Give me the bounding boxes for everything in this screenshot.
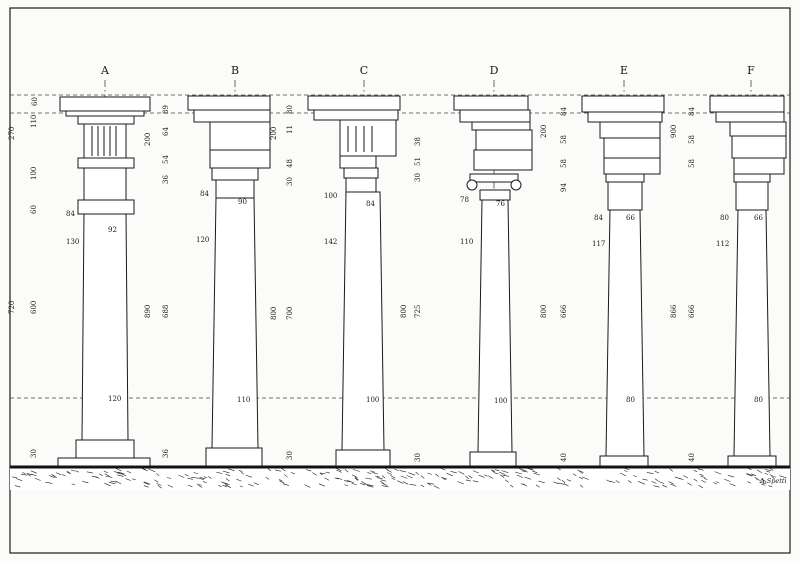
dim-c-t5: 30	[286, 177, 294, 186]
dim-e-t5: 94	[560, 183, 568, 192]
dim-f-t6: 666	[688, 304, 696, 318]
dim-a-t6: 600	[30, 301, 38, 314]
dim-b-t3: 200	[144, 133, 152, 146]
dim-a-t5: 60	[30, 205, 38, 214]
dims-f: 84 58 900 58 866 666 40 80 66 112 80	[670, 107, 763, 462]
dim-f-t2: 58	[688, 135, 696, 144]
dim-a-t2: 110	[30, 115, 38, 128]
dims-a: 60 110 270 100 60 600 720 30 84 92 130 1…	[8, 97, 121, 458]
dim-a-t7: 720	[8, 301, 16, 314]
label-e: E	[620, 64, 628, 77]
dim-c-t4: 48	[286, 159, 294, 168]
dim-e-t8: 40	[560, 453, 568, 462]
dim-c-d3: 142	[324, 238, 337, 246]
dim-b-t4: 54	[162, 155, 170, 164]
dim-b-d4: 110	[237, 396, 250, 404]
label-a: A	[100, 64, 110, 77]
dim-f-d1: 80	[720, 214, 729, 222]
column-e	[581, 80, 665, 467]
dim-d-t1: 38	[414, 137, 422, 146]
dim-d-t3: 30	[414, 173, 422, 182]
dims-b: 89 64 200 54 36 890 688 36 84 90 120 110	[144, 105, 250, 458]
label-d: D	[490, 64, 499, 77]
column-b	[187, 80, 271, 467]
dim-b-d2: 90	[238, 198, 247, 206]
dim-e-d1: 84	[594, 214, 603, 222]
dim-a-d4: 120	[108, 395, 121, 403]
dim-a-t4: 100	[30, 167, 38, 180]
dim-b-d3: 120	[196, 236, 209, 244]
dim-f-d4: 80	[754, 396, 763, 404]
dim-d-t5: 725	[414, 305, 422, 318]
dim-e-d4: 80	[626, 396, 635, 404]
column-f	[709, 80, 787, 467]
dim-c-d1: 100	[324, 192, 337, 200]
dim-b-t7: 688	[162, 305, 170, 318]
dim-b-t5: 36	[162, 175, 170, 184]
dim-f-d2: 66	[754, 214, 763, 222]
dim-d-d3: 110	[460, 238, 473, 246]
dim-a-d2: 92	[108, 226, 117, 234]
ground	[10, 465, 790, 490]
dim-f-d3: 112	[716, 240, 729, 248]
dim-e-t7: 666	[560, 304, 568, 318]
dim-c-t7: 700	[286, 307, 294, 320]
dim-c-t6: 800	[270, 307, 278, 320]
dim-f-t1: 84	[688, 107, 696, 116]
label-b: B	[231, 64, 239, 77]
dim-e-d2: 66	[626, 214, 635, 222]
dim-a-d1: 84	[66, 210, 75, 218]
dim-f-t4: 58	[688, 159, 696, 168]
dim-d-d4: 100	[494, 397, 507, 405]
dim-d-t6: 30	[414, 453, 422, 462]
dim-b-t8: 36	[162, 449, 170, 458]
dim-f-t3: 900	[670, 125, 678, 138]
dim-f-t7: 40	[688, 453, 696, 462]
dim-b-t6: 890	[144, 305, 152, 318]
dim-a-t3: 270	[8, 127, 16, 140]
dim-d-t2: 51	[414, 157, 422, 166]
dim-f-t5: 866	[670, 304, 678, 318]
dim-a-t8: 30	[30, 449, 38, 458]
dim-c-t2: 11	[286, 125, 294, 134]
dim-e-d3: 117	[592, 240, 605, 248]
dim-e-t3: 200	[540, 125, 548, 138]
dim-c-t3: 200	[270, 127, 278, 140]
dim-c-t1: 80	[286, 105, 294, 114]
dim-b-t1: 89	[162, 105, 170, 114]
dim-e-t2: 58	[560, 135, 568, 144]
column-c	[307, 80, 401, 467]
dim-c-d2: 84	[366, 200, 375, 208]
frame	[9, 7, 791, 554]
dims-d: 38 51 30 800 725 30 78 76 110 100	[400, 137, 507, 462]
dim-c-t8: 30	[286, 451, 294, 460]
dim-d-t4: 800	[400, 305, 408, 318]
dim-a-t1: 60	[31, 97, 39, 106]
dim-d-d2: 76	[496, 200, 505, 208]
column-d	[453, 80, 533, 467]
dims-c: 80 11 200 48 30 800 700 30 100 84 142 10…	[270, 105, 379, 460]
dims-e: 84 58 200 58 94 800 666 40 84 66 117 80	[540, 107, 635, 462]
dim-b-d1: 84	[200, 190, 209, 198]
dim-e-t6: 800	[540, 305, 548, 318]
label-f: F	[747, 64, 755, 77]
dim-a-d3: 130	[66, 238, 79, 246]
column-a	[57, 80, 151, 467]
artist-signature: A.Spetti	[759, 477, 787, 485]
label-c: C	[360, 64, 368, 77]
dim-b-t2: 64	[162, 127, 170, 136]
dim-d-d1: 78	[460, 196, 469, 204]
dim-e-t1: 84	[560, 107, 568, 116]
dim-e-t4: 58	[560, 159, 568, 168]
dim-c-d4: 100	[366, 396, 379, 404]
